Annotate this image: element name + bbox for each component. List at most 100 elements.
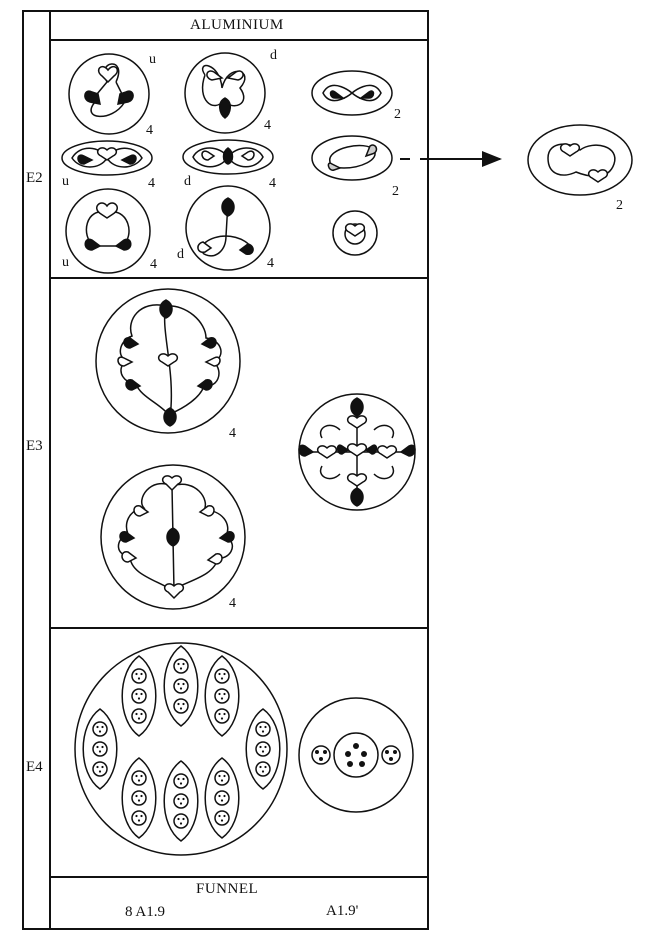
- footer-left-label: 8 A1.9: [125, 904, 166, 920]
- e4-pod-dot: [177, 682, 180, 686]
- e4-pod-dot: [220, 697, 224, 700]
- e4-pod-dot: [137, 677, 141, 680]
- e4-pod-dot: [140, 814, 143, 818]
- e4-pod: [204, 757, 240, 839]
- e4-pod: [163, 645, 199, 727]
- e4-pod-dot: [218, 794, 221, 798]
- e4-pod-cell: [214, 810, 230, 826]
- e4-pod-cell: [173, 698, 189, 714]
- e4-pod-dot: [137, 779, 141, 782]
- e4-pod-dot: [259, 725, 262, 729]
- e4-pod-dot: [135, 814, 138, 818]
- e4-pod-cell: [131, 790, 147, 806]
- e4-pod-dot: [261, 750, 265, 753]
- e2-sym-u-2: [65, 188, 151, 274]
- e4-pod-dot: [179, 687, 183, 690]
- e4-pod-dot: [96, 725, 99, 729]
- e4-pod-dot: [137, 819, 141, 822]
- e4-pod: [163, 760, 199, 842]
- e4-pod-dot: [179, 667, 183, 670]
- e3-diagrams: [95, 288, 416, 610]
- mark-r2c2-count: 4: [269, 176, 276, 191]
- e2-sym-d-1: [184, 52, 266, 134]
- e4-pod-dot: [223, 774, 226, 778]
- e2-sym-outside: [527, 124, 633, 196]
- e4-pod-cell: [131, 708, 147, 724]
- mark-r2c2-letter: d: [184, 174, 191, 189]
- e4-pod-dot: [218, 774, 221, 778]
- e4-pod-cell: [255, 741, 271, 757]
- e2-sym-oval-3: [182, 139, 274, 175]
- e4-pod-dot: [177, 702, 180, 706]
- e4-pod-dot: [220, 799, 224, 802]
- e4-pod-dot: [261, 730, 265, 733]
- e4-pod-dot: [220, 779, 224, 782]
- e4-pod: [82, 708, 118, 790]
- e3-sym-top: [95, 288, 241, 434]
- row-label-e3: E3: [26, 438, 43, 454]
- e4-pod: [245, 708, 281, 790]
- e4-pod-dot: [98, 750, 102, 753]
- e4-pod-dot: [140, 712, 143, 716]
- e4-pod-dot: [140, 794, 143, 798]
- e4-pod-dot: [101, 745, 104, 749]
- e4-pod-cell: [92, 741, 108, 757]
- e4-pod-dot: [218, 692, 221, 696]
- row-label-e2: E2: [26, 170, 43, 186]
- e4-pod-dot: [177, 797, 180, 801]
- e4-pod-dot: [182, 662, 185, 666]
- e2-diagrams: [61, 52, 393, 274]
- e4-pod-dot: [223, 672, 226, 676]
- e4-pod-dot: [223, 794, 226, 798]
- e4-pod-dot: [135, 794, 138, 798]
- e4-pod-dot: [220, 819, 224, 822]
- e4-pod-cell: [255, 761, 271, 777]
- e4-pod-dot: [179, 802, 183, 805]
- e4-pod-cell: [131, 668, 147, 684]
- e4-pod: [121, 655, 157, 737]
- e4-pod-dot: [137, 717, 141, 720]
- mark-outside-count: 2: [616, 198, 623, 213]
- e2-sym-oval-1: [311, 70, 393, 116]
- e4-pod-dot: [177, 817, 180, 821]
- e4-pod-cell: [131, 810, 147, 826]
- e4-pod-dot: [140, 672, 143, 676]
- e3-sym-right: [298, 393, 416, 511]
- e4-pod-dot: [179, 707, 183, 710]
- mark-r3c2-count: 4: [267, 256, 274, 271]
- e4-pod-cell: [173, 658, 189, 674]
- e4-pod-dot: [140, 774, 143, 778]
- e2-sym-oval-4: [311, 135, 393, 181]
- e4-pod-dot: [135, 692, 138, 696]
- e4-pod-dot: [223, 814, 226, 818]
- e4-pod-cell: [131, 770, 147, 786]
- e4-pod-dot: [218, 814, 221, 818]
- mark-r2c3-count: 2: [392, 184, 399, 199]
- e4-pod-dot: [264, 745, 267, 749]
- e4-pod-dot: [98, 770, 102, 773]
- e4-pod-dot: [218, 672, 221, 676]
- e4-pod-cell: [214, 708, 230, 724]
- mark-r1c2-letter: d: [270, 48, 277, 63]
- e4-pod-dot: [101, 765, 104, 769]
- e4-pod-cell: [92, 761, 108, 777]
- e4-pod-dot: [137, 697, 141, 700]
- mark-r2c1-letter: u: [62, 174, 69, 189]
- mark-r3c2-letter: d: [177, 247, 184, 262]
- e4-pod-cell: [92, 721, 108, 737]
- e4-pod-dot: [137, 799, 141, 802]
- e4-pod-dot: [96, 745, 99, 749]
- mark-r1c2-count: 4: [264, 118, 271, 133]
- e4-pod-dot: [220, 717, 224, 720]
- e4-pod-dot: [135, 774, 138, 778]
- e4-pod-dot: [218, 712, 221, 716]
- e4-pod-cell: [173, 678, 189, 694]
- e4-pod-cell: [131, 688, 147, 704]
- e4-pod-dot: [261, 770, 265, 773]
- e4-pod-dot: [182, 682, 185, 686]
- e4-pod-dot: [223, 712, 226, 716]
- e4-pod-dot: [223, 692, 226, 696]
- e4-pod-cell: [173, 793, 189, 809]
- e4-pod-dot: [140, 692, 143, 696]
